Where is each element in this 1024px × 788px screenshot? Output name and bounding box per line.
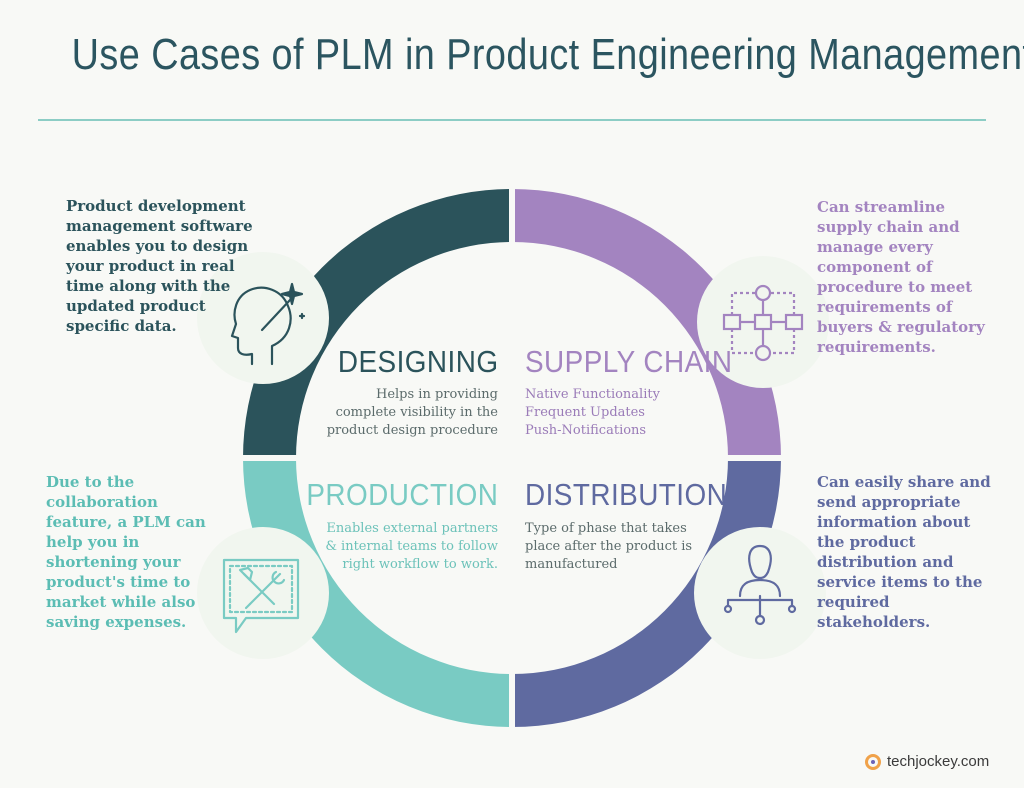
designing-inner-text: Helps in providing complete visibility i…	[327, 386, 498, 440]
supply-chain-inner-text: Native Functionality Frequent Updates Pu…	[525, 386, 660, 440]
wrench-screwdriver-icon	[222, 558, 300, 634]
supply-chain-line: Native Functionality	[525, 387, 660, 402]
supply-chain-line: Push-Notifications	[525, 423, 647, 438]
page-title: Use Cases of PLM in Product Engineering …	[71, 30, 1024, 79]
designing-line: Helps in providing	[375, 387, 498, 402]
production-inner-text: Enables external partners & internal tea…	[325, 520, 498, 574]
distribution-heading: DISTRIBUTION	[525, 477, 728, 512]
techjockey-logo-icon	[865, 753, 881, 770]
brand-name: techjockey.com	[887, 753, 990, 770]
designing-heading: DESIGNING	[337, 344, 498, 379]
production-line: Enables external partners	[326, 521, 498, 536]
designing-line: complete visibility in the	[335, 405, 498, 420]
distribution-line: place after the product is	[525, 539, 693, 554]
supply-chain-line: Frequent Updates	[525, 405, 645, 420]
flowchart-icon	[722, 284, 804, 362]
designing-description: Product development management software …	[66, 197, 253, 335]
production-line: right workflow to work.	[342, 557, 498, 572]
brand-watermark: techjockey.com	[865, 753, 989, 770]
distribution-inner-text: Type of phase that takes place after the…	[525, 520, 692, 574]
supply-chain-heading: SUPPLY CHAIN	[525, 344, 733, 379]
head-with-sparkle-icon	[230, 282, 306, 366]
production-line: & internal teams to follow	[325, 539, 498, 554]
title-divider	[38, 119, 986, 121]
distribution-description: Can easily share and send appropriate in…	[817, 473, 991, 631]
designing-line: product design procedure	[326, 423, 498, 438]
person-network-icon	[723, 544, 797, 626]
supply-chain-description: Can streamline supply chain and manage e…	[817, 198, 985, 356]
production-heading: PRODUCTION	[305, 477, 498, 512]
distribution-line: Type of phase that takes	[525, 521, 687, 536]
production-description: Due to the collaboration feature, a PLM …	[46, 473, 206, 631]
distribution-line: manufactured	[525, 557, 618, 572]
